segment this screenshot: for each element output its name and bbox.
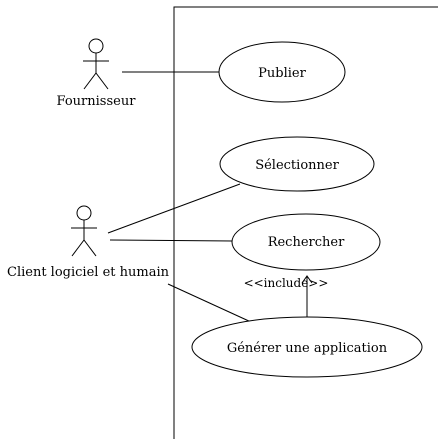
use-case-publier[interactable]: Publier: [218, 41, 346, 103]
include-stereotype: <<include>>: [244, 276, 329, 290]
actor-client[interactable]: Client logiciel et humain: [7, 205, 170, 280]
actor-head: [88, 38, 104, 54]
association-client-generer: [167, 283, 252, 323]
actor-right-leg: [95, 72, 109, 90]
use-case-ellipse: [231, 213, 381, 271]
actor-left-leg: [71, 239, 85, 257]
actor-left-leg: [83, 72, 97, 90]
actor-fournisseur[interactable]: Fournisseur: [57, 38, 137, 109]
association-client-rechercher: [109, 239, 234, 242]
use-case-ellipse: [219, 136, 375, 192]
use-case-label: Sélectionner: [255, 158, 339, 173]
system-boundary: [173, 6, 438, 439]
include-relation: <<include>>: [244, 275, 329, 317]
use-case-selectionner[interactable]: Sélectionner: [219, 136, 375, 192]
actor-label: Client logiciel et humain: [7, 265, 170, 280]
use-case-ellipse: [218, 41, 346, 103]
use-case-label: Publier: [258, 66, 306, 81]
use-case-label: Générer une application: [227, 341, 388, 356]
association-client-selectionner: [107, 183, 241, 234]
use-case-ellipse: [191, 316, 423, 378]
actor-head: [76, 205, 92, 221]
include-arrowhead: [301, 275, 313, 284]
use-case-label: Rechercher: [268, 235, 345, 250]
use-case-rechercher[interactable]: Rechercher: [231, 213, 381, 271]
actor-right-leg: [83, 239, 97, 257]
actor-label: Fournisseur: [57, 94, 137, 109]
use-case-generer[interactable]: Générer une application: [191, 316, 423, 378]
